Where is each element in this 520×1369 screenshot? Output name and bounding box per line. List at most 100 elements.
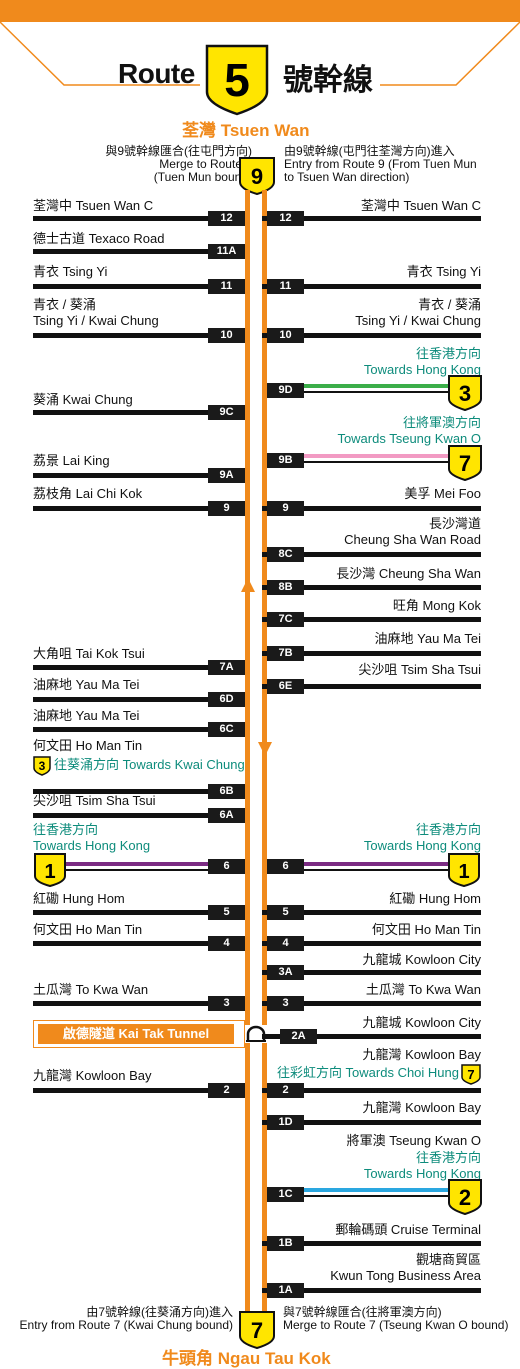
- left-exit-6a-line: [33, 813, 245, 818]
- route3-small-shield-icon: 3: [33, 756, 51, 776]
- left-exit-3-badge: 3: [208, 996, 245, 1011]
- right-exit-9-line: [262, 506, 481, 511]
- right-route2-blue-line: [304, 1188, 450, 1192]
- right-exit-1c-badge: 1C: [267, 1187, 304, 1202]
- left-exit-9c-label: 葵涌 Kwai Chung: [33, 392, 133, 407]
- route7-small-shield-icon: 7: [461, 1064, 481, 1085]
- route7-shield-icon: 7: [448, 445, 482, 482]
- route5-number: 5: [224, 54, 250, 106]
- right-exit-1a-badge: 1A: [267, 1283, 304, 1298]
- right-route7-pink-line: [304, 454, 450, 458]
- left-route1-purple-line: [66, 862, 245, 866]
- right-exit-12-badge: 12: [267, 211, 304, 226]
- left-exit-3-line: [33, 1001, 245, 1006]
- right-exit-7c-line: [262, 617, 481, 622]
- right-exit-2a-line: [262, 1034, 481, 1039]
- left-exit-3-label: 土瓜灣 To Kwa Wan: [33, 982, 149, 997]
- left-exit-4-line: [33, 941, 245, 946]
- right-exit-8c-line: [262, 552, 481, 557]
- left-exit-12-line: [33, 216, 245, 221]
- left-exit-9-label: 荔枝角 Lai Chi Kok: [33, 486, 143, 501]
- right-exit-7c-badge: 7C: [267, 612, 304, 627]
- right-exit-9d-badge: 9D: [267, 383, 304, 398]
- right-exit-5-label: 紅磡 Hung Hom: [389, 891, 481, 906]
- right-exit-2a-label: 九龍城 Kowloon City: [362, 1015, 481, 1030]
- svg-text:2: 2: [459, 1185, 471, 1210]
- right-exit-7b-line: [262, 651, 481, 656]
- route1-left-shield-icon: 1: [34, 853, 66, 888]
- right-exit-1a-line: [262, 1288, 481, 1293]
- bottom-terminus: 牛頭角 Ngau Tau Kok: [162, 1349, 331, 1368]
- left-exit-6c-label: 油麻地 Yau Ma Tei: [33, 708, 140, 723]
- right-exit-4-line: [262, 941, 481, 946]
- right-exit-1c-line: [304, 1195, 450, 1197]
- svg-text:7: 7: [459, 451, 471, 476]
- header-route-cn: 號幹線: [283, 64, 373, 97]
- left-exit-6-badge: 6: [208, 859, 245, 874]
- left-exit-5-badge: 5: [208, 905, 245, 920]
- right-exit-8b-line: [262, 585, 481, 590]
- right-exit-9d-line: [304, 391, 450, 393]
- left-exit-6d-line: [33, 697, 245, 702]
- right-exit-7c-label: 旺角 Mong Kok: [392, 598, 481, 613]
- header-route-word: Route: [118, 58, 195, 89]
- right-exit-12-line: [262, 216, 481, 221]
- right-exit-10-badge: 10: [267, 328, 304, 343]
- right-exit-9b-line: [304, 461, 450, 463]
- right-exit-1d-label: 九龍灣 Kowloon Bay: [362, 1100, 482, 1115]
- svg-text:9: 9: [251, 164, 263, 189]
- right-exit-1d-line: [262, 1120, 481, 1125]
- right-exit-6e-label: 尖沙咀 Tsim Sha Tsui: [358, 662, 481, 677]
- right-exit-6-badge: 6: [267, 859, 304, 874]
- svg-text:7: 7: [251, 1318, 263, 1343]
- right-exit-2-line: [262, 1088, 481, 1093]
- header-top-bar: [0, 0, 520, 22]
- svg-text:3: 3: [39, 759, 46, 773]
- tunnel-label: 啟德隧道 Kai Tak Tunnel: [38, 1024, 234, 1044]
- right-exit-5-badge: 5: [267, 905, 304, 920]
- left-exit-9a-badge: 9A: [208, 468, 245, 483]
- right-exit-1b-badge: 1B: [267, 1236, 304, 1251]
- left-exit-11-line: [33, 284, 245, 289]
- route3-shield-icon: 3: [448, 375, 482, 412]
- left-exit-12-badge: 12: [208, 211, 245, 226]
- bottom-left-note: 由7號幹線(往葵涌方向)進入 Entry from Route 7 (Kwai …: [19, 1305, 233, 1332]
- left-exit-11-label: 青衣 Tsing Yi: [33, 264, 108, 279]
- left-exit-10-badge: 10: [208, 328, 245, 343]
- right-exit-6-line: [304, 869, 450, 871]
- route9-shield-icon: 9: [239, 157, 275, 196]
- right-exit-3a-label: 九龍城 Kowloon City: [362, 952, 481, 967]
- left-exit-9c-badge: 9C: [208, 405, 245, 420]
- route7-bottom-shield-icon: 7: [239, 1311, 275, 1350]
- left-exit-6b-badge: 6B: [208, 784, 245, 799]
- right-exit-9-badge: 9: [267, 501, 304, 516]
- right-exit-1c-label: 將軍澳 Tseung Kwan O: [346, 1133, 481, 1148]
- left-exit-6a-label: 尖沙咀 Tsim Sha Tsui: [33, 793, 156, 808]
- left-exit-4-badge: 4: [208, 936, 245, 951]
- left-exit-6-line: [66, 869, 245, 871]
- tunnel-icon: [245, 1025, 267, 1043]
- svg-text:3: 3: [459, 381, 471, 406]
- left-exit-6b-line: [33, 789, 245, 794]
- left-exit-9c-line: [33, 410, 245, 415]
- bottom-right-note: 與7號幹線匯合(往將軍澳方向) Merge to Route 7 (Tseung…: [283, 1305, 509, 1332]
- svg-text:7: 7: [467, 1067, 474, 1082]
- top-terminus: 荃灣 Tsuen Wan: [182, 121, 310, 140]
- left-exit-7a-badge: 7A: [208, 660, 245, 675]
- left-exit-2-badge: 2: [208, 1083, 245, 1098]
- right-exit-5-line: [262, 910, 481, 915]
- right-exit-4-label: 何文田 Ho Man Tin: [371, 922, 481, 937]
- left-exit-11-badge: 11: [208, 279, 245, 294]
- right-exit-7b-label: 油麻地 Yau Ma Tei: [374, 631, 481, 646]
- left-exit-6d-badge: 6D: [208, 692, 245, 707]
- left-exit-6a-badge: 6A: [208, 808, 245, 823]
- left-exit-6c-badge: 6C: [208, 722, 245, 737]
- right-exit-3-line: [262, 1001, 481, 1006]
